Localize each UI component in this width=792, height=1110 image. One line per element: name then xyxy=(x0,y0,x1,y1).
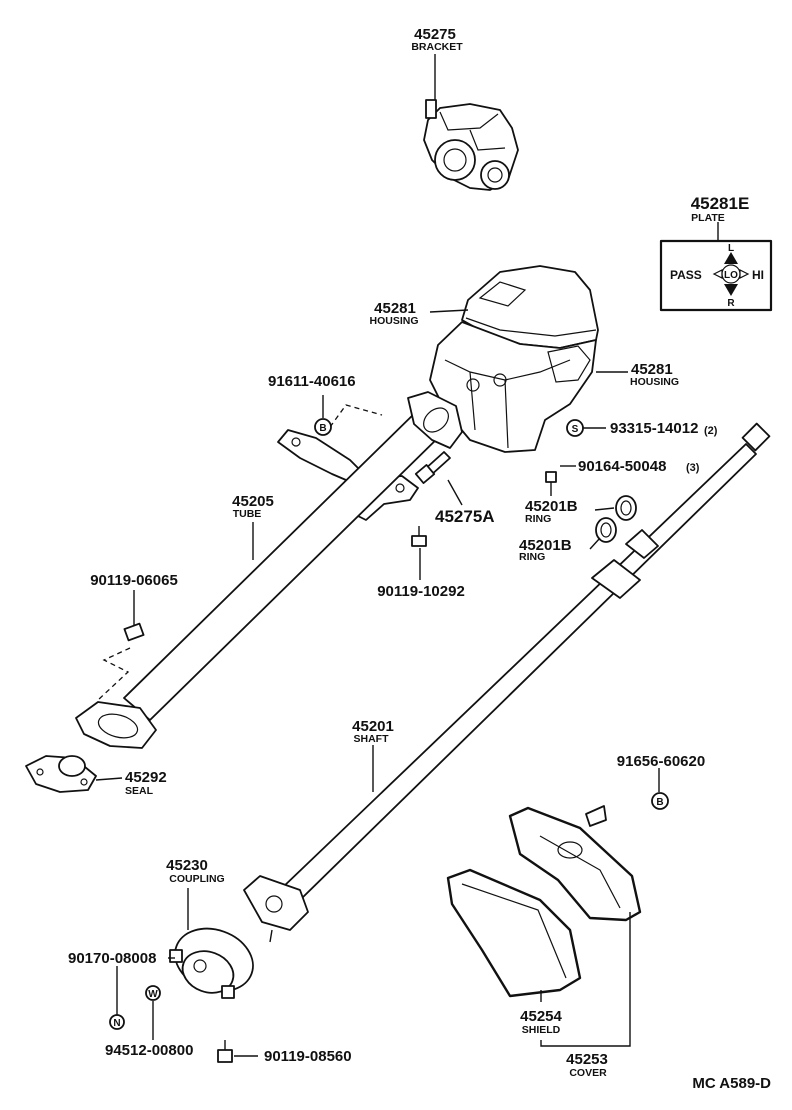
plate-number: 45281E xyxy=(691,194,750,213)
shield-name: SHIELD xyxy=(522,1024,561,1036)
housing-lower-drawing xyxy=(429,321,597,453)
screw-90164-qty: (3) xyxy=(686,462,700,474)
leader-lines xyxy=(95,54,719,1057)
svg-text:N: N xyxy=(113,1018,120,1029)
seal-drawing xyxy=(25,755,97,793)
bolt-91611-number: 91611-40616 xyxy=(268,373,356,390)
coupling-name: COUPLING xyxy=(169,873,224,885)
housing-upper-number: 45281 xyxy=(374,300,416,317)
plate-marking-lo: LO xyxy=(724,270,738,281)
coupling-number: 45230 xyxy=(166,857,208,874)
housing-upper-name: HOUSING xyxy=(369,315,418,327)
cover-number: 45253 xyxy=(566,1051,608,1068)
ring-1-name: RING xyxy=(525,513,551,525)
shield-drawing xyxy=(446,868,582,998)
plate-marking-r: R xyxy=(727,298,735,309)
screw-93315-qty: (2) xyxy=(704,425,718,437)
tube-name: TUBE xyxy=(233,508,262,520)
screw-93315-number: 93315-14012 xyxy=(610,420,698,437)
nut-90170-drawing: N xyxy=(109,1014,125,1030)
ring-1-number: 45201B xyxy=(525,498,578,515)
seal-number: 45292 xyxy=(125,769,167,786)
washer-94512-number: 94512-00800 xyxy=(105,1042,193,1059)
bolt-91611-symbol: B xyxy=(319,423,326,434)
ring-drawings xyxy=(595,495,637,543)
ring-2-number: 45201B xyxy=(519,537,572,554)
nut-90170-number: 90170-08008 xyxy=(68,950,156,967)
bracket-name: BRACKET xyxy=(411,41,463,53)
housing-lower-number: 45281 xyxy=(631,361,673,378)
plate-marking-hi: HI xyxy=(752,268,764,282)
part-labels: 45275 BRACKET 45281E PLATE PASS LO HI L … xyxy=(68,26,771,1092)
bolt-45275a-number: 45275A xyxy=(435,507,495,526)
cover-name: COVER xyxy=(569,1067,607,1079)
shaft-number: 45201 xyxy=(352,718,394,735)
cover-drawing xyxy=(508,805,642,922)
plate-marking-pass: PASS xyxy=(670,268,702,282)
bracket-drawing xyxy=(423,99,519,191)
ring-2-name: RING xyxy=(519,551,545,563)
shield-number: 45254 xyxy=(520,1008,562,1025)
shaft-drawing xyxy=(243,422,771,943)
screw-90164-number: 90164-50048 xyxy=(578,458,666,475)
bracket-number: 45275 xyxy=(414,26,456,43)
tube-number: 45205 xyxy=(232,493,274,510)
tube-drawing xyxy=(75,391,463,749)
bolt-90119-10292-number: 90119-10292 xyxy=(377,583,465,600)
bolt-45275a-drawing xyxy=(414,451,451,484)
shaft-name: SHAFT xyxy=(354,733,390,745)
bolt-91656-number: 91656-60620 xyxy=(617,753,705,770)
bolt-90119-10292-drawing xyxy=(411,526,427,547)
housing-lower-name: HOUSING xyxy=(630,376,679,388)
washer-94512-drawing: W xyxy=(145,985,161,1001)
bolt-90119-06065-number: 90119-06065 xyxy=(90,572,178,589)
bolt-90119-08560-number: 90119-08560 xyxy=(264,1048,352,1065)
bolt-90119-08560-drawing xyxy=(217,1040,233,1063)
plate-marking-l: L xyxy=(728,243,734,254)
seal-name: SEAL xyxy=(125,785,154,797)
figure-code: MC A589-D xyxy=(692,1075,771,1092)
washer-94512-symbol: W xyxy=(148,989,158,1000)
plate-name: PLATE xyxy=(691,212,725,224)
coupling-drawing xyxy=(169,927,254,999)
bolt-91656-symbol: B xyxy=(656,797,663,808)
screw-93315-symbol: S xyxy=(572,424,579,435)
plate-drawing xyxy=(659,239,773,312)
screw-90164-drawing xyxy=(545,471,557,496)
bolt-90119-06065-drawing xyxy=(123,612,145,642)
